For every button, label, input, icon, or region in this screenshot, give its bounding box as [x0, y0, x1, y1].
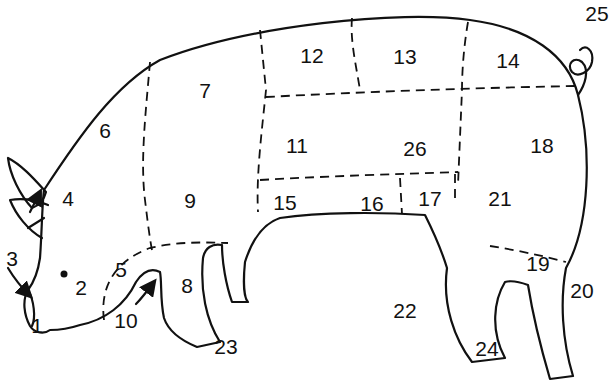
- callout-number: 19: [526, 253, 549, 274]
- callout-number: 8: [181, 275, 193, 296]
- callout-number: 14: [496, 50, 519, 71]
- callout-number: 22: [393, 300, 416, 321]
- callout-number: 21: [488, 188, 511, 209]
- callout-number: 3: [6, 248, 18, 269]
- callout-number: 25: [585, 3, 608, 24]
- callout-number: 2: [75, 277, 87, 298]
- callout-number: 4: [62, 188, 74, 209]
- callout-number: 26: [403, 138, 426, 159]
- callout-number: 12: [300, 45, 323, 66]
- callout-number: 13: [393, 46, 416, 67]
- callout-number: 1: [31, 315, 43, 336]
- callout-number: 20: [570, 280, 593, 301]
- callout-number: 6: [99, 120, 111, 141]
- callout-number: 7: [199, 80, 211, 101]
- callout-number: 16: [360, 193, 383, 214]
- callout-number: 17: [418, 188, 441, 209]
- callout-number: 24: [475, 338, 498, 359]
- callout-number: 9: [184, 190, 196, 211]
- callout-number: 10: [114, 310, 137, 331]
- callout-number: 5: [115, 259, 127, 280]
- callout-number: 15: [273, 192, 296, 213]
- callout-number: 23: [214, 336, 237, 357]
- callout-number: 18: [530, 135, 553, 156]
- callout-number: 11: [286, 135, 308, 156]
